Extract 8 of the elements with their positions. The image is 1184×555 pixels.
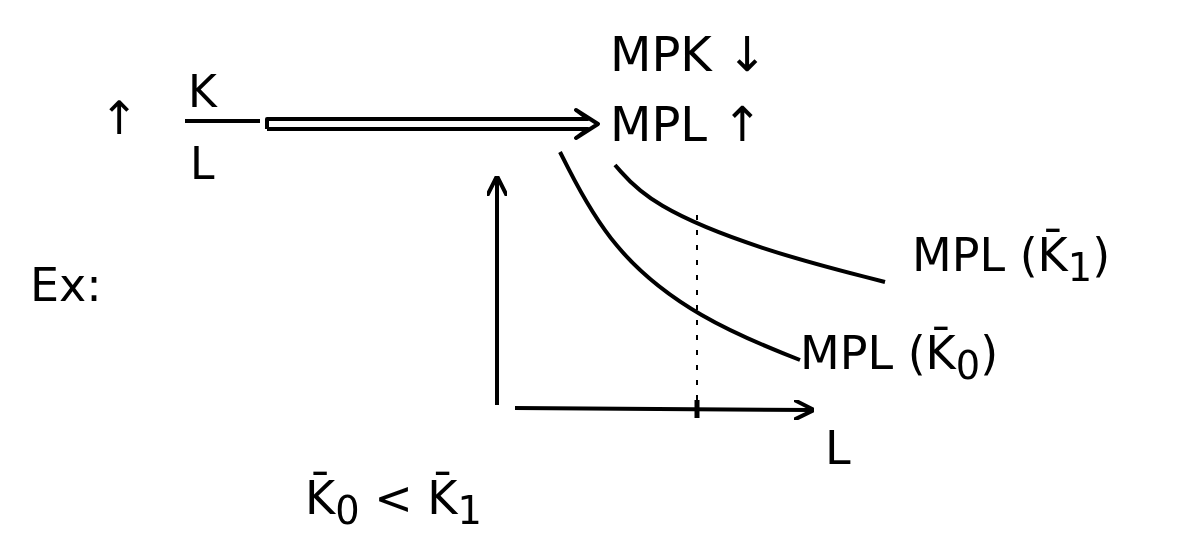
double-arrow (265, 108, 600, 140)
node-text: K (188, 70, 217, 114)
node-text: MPK ↓ (610, 30, 768, 78)
node-text: L (190, 142, 215, 186)
math-label: L (825, 425, 851, 471)
node-text: MPL ↑ (610, 100, 763, 148)
node-text: ↑ (100, 95, 139, 141)
example-label: Ex: (30, 262, 102, 308)
